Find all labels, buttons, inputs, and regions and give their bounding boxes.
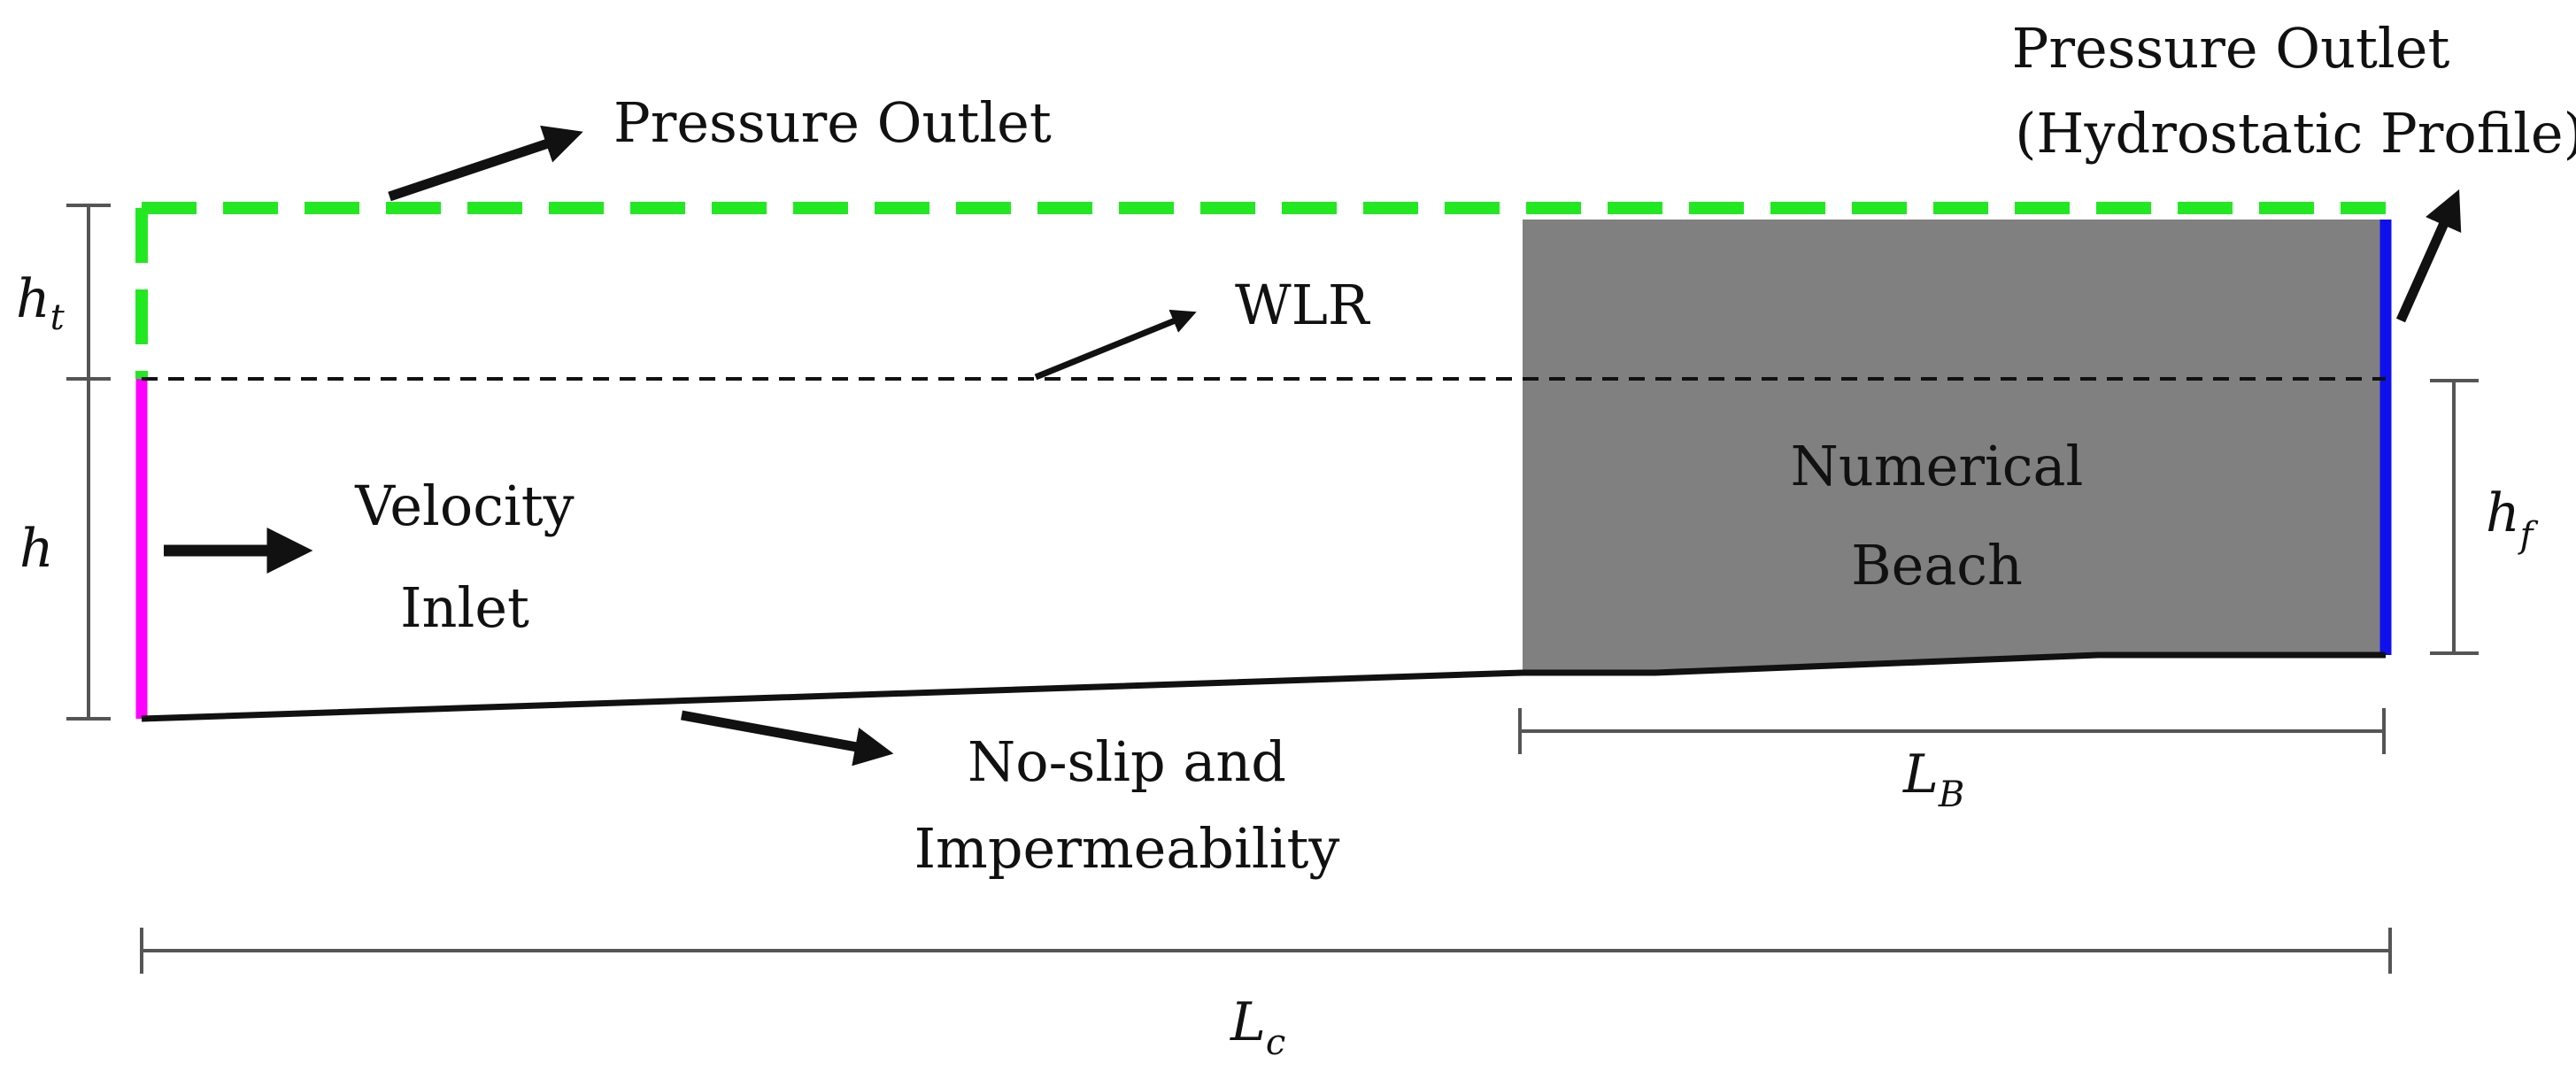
hf-symbol: hf (2486, 482, 2539, 556)
dimension-ht (66, 204, 111, 721)
ht-symbol: ht (16, 268, 66, 338)
lc-symbol: Lc (1230, 991, 1285, 1063)
wlr-label: WLR (1235, 273, 1371, 337)
no-slip-arrow (681, 710, 894, 767)
numerical-beach-zone (1523, 220, 2386, 673)
no-slip-label-line2: Impermeability (914, 816, 1340, 881)
pressure-outlet-right-label-line2: (Hydrostatic Profile) (2015, 101, 2576, 166)
velocity-inlet-label-line1: Velocity (354, 474, 574, 538)
dimension-lb (1518, 708, 2386, 754)
lb-symbol: LB (1902, 744, 1964, 815)
pressure-outlet-right-arrow (2395, 189, 2462, 323)
pressure-outlet-top-label: Pressure Outlet (613, 90, 1052, 155)
pressure-outlet-right-label-line1: Pressure Outlet (2012, 16, 2450, 81)
dimension-lc (140, 928, 2392, 974)
bottom-boundary (141, 651, 2386, 722)
numerical-beach-label-line1: Numerical (1791, 434, 2084, 498)
dimension-hf (2430, 379, 2479, 655)
no-slip-label-line1: No-slip and (968, 729, 1286, 794)
h-symbol: h (19, 518, 54, 580)
numerical-beach-label-line2: Beach (1851, 533, 2023, 597)
wlr-arrow (1034, 309, 1197, 381)
pressure-outlet-top-arrow (388, 125, 583, 202)
velocity-inlet-label-line2: Inlet (400, 575, 529, 640)
